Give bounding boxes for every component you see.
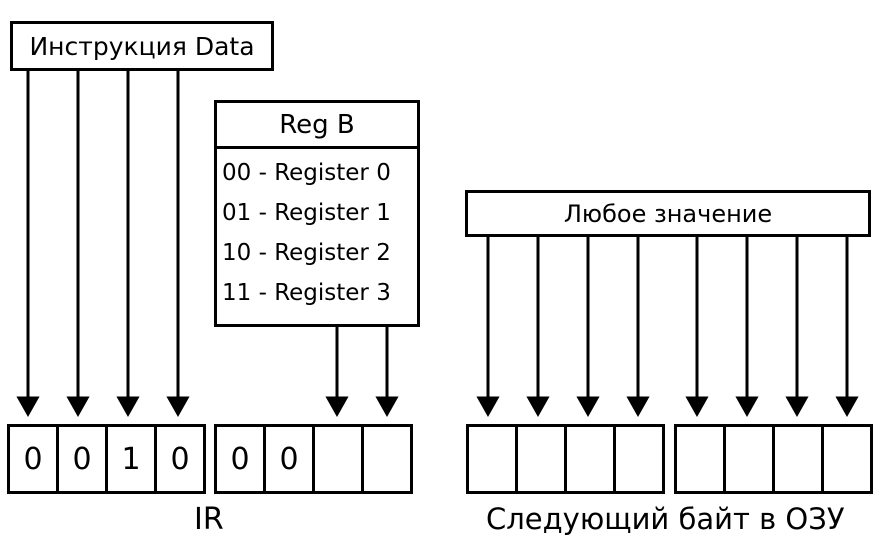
instruction-data-label: Инструкция Data [29,31,255,61]
regb-row-2: 10 - Register 2 [222,240,391,266]
ir-label: IR [194,502,224,537]
regb-title: Reg B [279,109,355,140]
regb-row-0: 00 - Register 0 [222,160,391,186]
any-value-arrows [476,235,859,418]
next-byte-bit-5 [723,424,775,494]
ir-bit-6 [312,424,364,494]
regb-arrows [325,325,399,418]
next-byte-bit-1 [515,424,567,494]
next-byte-bit-6 [772,424,824,494]
next-byte-bit-3 [613,424,665,494]
next-byte-bit-4 [674,424,726,494]
ir-bit-2: 1 [105,424,157,494]
ir-bit-5: 0 [263,424,315,494]
instruction-arrows [16,70,190,418]
ir-bit-0: 0 [7,424,59,494]
next-byte-bit-2 [564,424,616,494]
ir-bit-3: 0 [154,424,206,494]
ir-bit-1: 0 [56,424,108,494]
ir-bit-4: 0 [214,424,266,494]
instruction-data-box: Инструкция Data [10,21,274,71]
next-byte-bit-7 [821,424,873,494]
regb-box: Reg B 00 - Register 0 01 - Register 1 10… [214,100,420,327]
any-value-box: Любое значение [465,190,871,237]
any-value-label: Любое значение [563,199,773,228]
regb-title-row: Reg B [217,103,417,149]
regb-row-3: 11 - Register 3 [222,280,391,306]
next-byte-bit-0 [466,424,518,494]
ir-bit-7 [361,424,413,494]
next-byte-label: Следующий байт в ОЗУ [486,502,845,536]
regb-row-1: 01 - Register 1 [222,200,391,226]
